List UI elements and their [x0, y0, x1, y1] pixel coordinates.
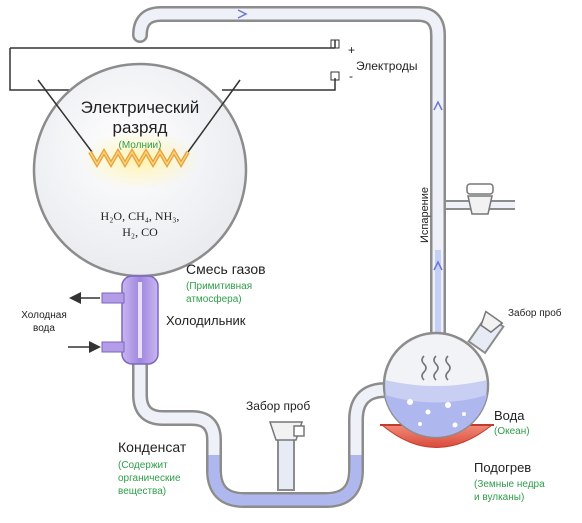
cold-water-label-1: Холодная — [21, 310, 67, 321]
gas-mix-subtitle-2: атмосфера) — [186, 293, 242, 305]
condensate-subtitle-1: (Содержит — [118, 460, 168, 471]
discharge-title-1: Электрический — [81, 98, 200, 117]
electrode-minus: - — [349, 69, 353, 83]
condensate-liquid — [208, 455, 362, 506]
heating-title: Подогрев — [474, 460, 531, 475]
water-subtitle: (Океан) — [494, 426, 530, 437]
steam-2 — [433, 355, 439, 381]
water-title: Вода — [494, 408, 525, 423]
electrode-plus: + — [348, 43, 355, 57]
heating-subtitle-2: и вулканы) — [474, 492, 524, 503]
electrode-left — [37, 79, 93, 153]
condensate-subtitle-3: вещества) — [118, 486, 166, 497]
condenser — [68, 275, 159, 365]
steam-1 — [421, 355, 427, 381]
flow-arrow-top — [237, 9, 248, 19]
discharge-title-2: разряд — [113, 118, 168, 137]
sampling-tap-bottom — [268, 421, 305, 491]
flow-arrow-right-2 — [433, 260, 443, 271]
gas-mix-subtitle-1: (Примитивная — [186, 281, 252, 292]
sampling-tap-right — [446, 183, 515, 215]
evaporation-label: Испарение — [419, 187, 431, 243]
condensate-title: Конденсат — [118, 439, 187, 455]
condenser-label: Холодильник — [166, 313, 246, 328]
tube-inner-top — [134, 8, 444, 351]
gas-mix-title: Смесь газов — [186, 261, 266, 277]
steam-3 — [445, 355, 451, 381]
heating-subtitle-1: (Земные недра — [474, 479, 545, 490]
sampling-right-label: Забор проб — [508, 307, 562, 319]
condensate-subtitle-2: органические — [118, 473, 181, 484]
spark-zigzag-inner — [89, 150, 189, 166]
labels: Электрический разряд (Молнии) H₂O, CH₄, … — [21, 43, 562, 503]
reaction-flask — [32, 62, 248, 278]
cold-water-label-2: вода — [33, 323, 55, 334]
discharge-subtitle: (Молнии) — [119, 140, 162, 151]
gas-formula-2: H₂, CO — [122, 225, 158, 239]
electrode-right — [187, 79, 241, 153]
heated-flask — [380, 310, 505, 448]
electrode-wires — [9, 39, 340, 91]
sampling-bottom-label: Забор проб — [246, 399, 310, 413]
gas-formula-1: H₂O, CH₄, NH₃, — [101, 209, 180, 223]
flow-arrow-right-1 — [433, 100, 443, 111]
electrodes-label: Электроды — [356, 59, 418, 73]
glass-tubing — [132, 6, 446, 508]
